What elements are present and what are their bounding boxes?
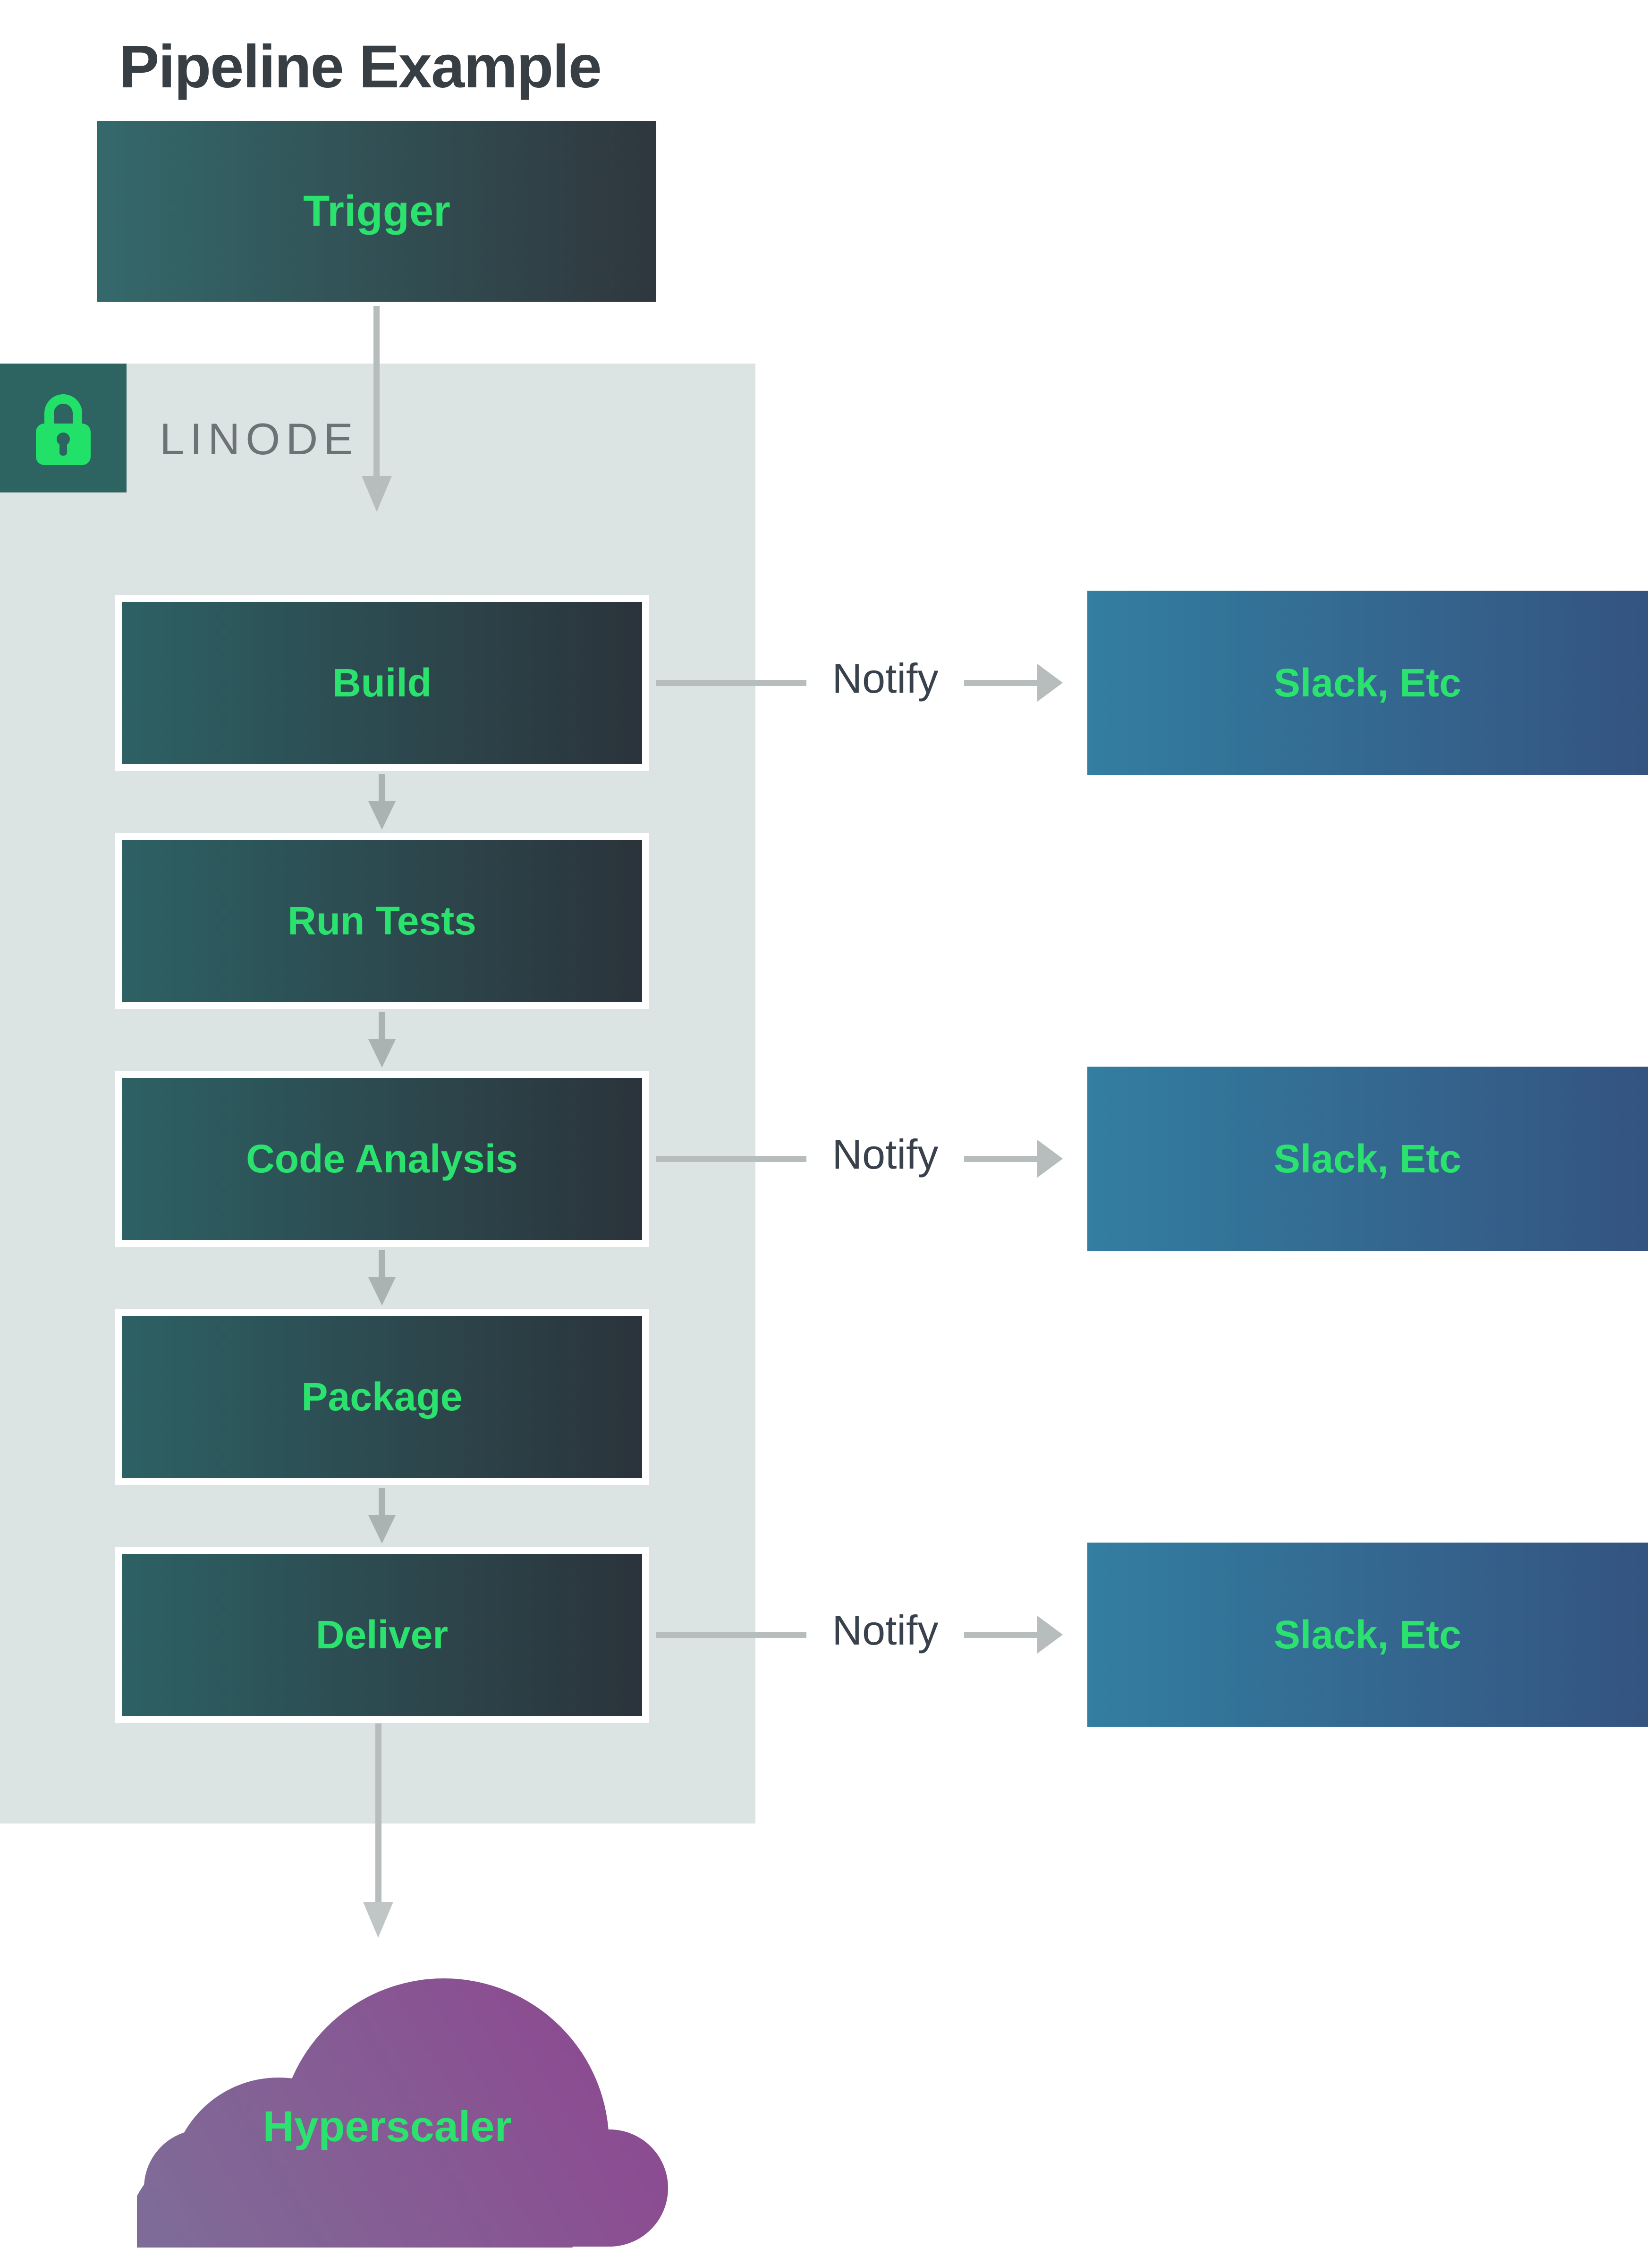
notify-arrow-code-analysis-head-icon [1037, 1140, 1063, 1178]
slack-node-build-label: Slack, Etc [1274, 660, 1461, 705]
notify-label-deliver: Notify [832, 1607, 939, 1654]
slack-node-deliver: Slack, Etc [1087, 1543, 1648, 1727]
arrow-trigger-to-build-line [373, 306, 380, 477]
linode-container-label: LINODE [160, 414, 359, 464]
stage-code-analysis-label: Code Analysis [246, 1137, 518, 1181]
arrow-trigger-to-build-head-icon [362, 476, 392, 512]
arrow-run-tests-to-code-analysis-line [379, 1012, 385, 1039]
notify-label-build: Notify [832, 655, 939, 702]
arrow-build-to-run-tests-line [379, 774, 385, 801]
arrow-package-to-deliver-line [379, 1488, 385, 1515]
arrow-code-analysis-to-package-head-icon [368, 1277, 396, 1306]
arrow-deliver-to-cloud-line [375, 1723, 381, 1903]
slack-node-build: Slack, Etc [1087, 591, 1648, 775]
stage-deliver: Deliver [115, 1547, 649, 1723]
trigger-label: Trigger [303, 187, 450, 235]
stage-package-label: Package [301, 1374, 463, 1419]
notify-arrow-code-analysis-line [964, 1156, 1037, 1162]
stage-package: Package [115, 1309, 649, 1485]
stage-code-analysis: Code Analysis [115, 1071, 649, 1247]
arrow-deliver-to-cloud-head-icon [363, 1902, 393, 1938]
slack-node-code-analysis-label: Slack, Etc [1274, 1136, 1461, 1181]
notify-arrow-deliver-line [964, 1632, 1037, 1638]
slack-node-deliver-label: Slack, Etc [1274, 1612, 1461, 1657]
arrow-code-analysis-to-package-line [379, 1250, 385, 1277]
arrow-run-tests-to-code-analysis-head-icon [368, 1039, 396, 1068]
notify-label-code-analysis: Notify [832, 1131, 939, 1178]
notify-line-code-analysis [656, 1156, 806, 1162]
notify-arrow-deliver-head-icon [1037, 1616, 1063, 1654]
stage-build: Build [115, 595, 649, 771]
notify-arrow-build-head-icon [1037, 664, 1063, 702]
arrow-build-to-run-tests-head-icon [368, 801, 396, 830]
notify-line-deliver [656, 1632, 806, 1638]
hyperscaler-label: Hyperscaler [263, 2103, 512, 2151]
arrow-package-to-deliver-head-icon [368, 1515, 396, 1544]
stage-deliver-label: Deliver [315, 1612, 449, 1657]
notify-arrow-build-line [964, 680, 1037, 686]
trigger-node: Trigger [97, 121, 656, 302]
stage-build-label: Build [332, 661, 432, 705]
lock-icon [36, 394, 91, 465]
page-title: Pipeline Example [119, 33, 602, 101]
stage-run-tests: Run Tests [115, 833, 649, 1009]
slack-node-code-analysis: Slack, Etc [1087, 1067, 1648, 1251]
hyperscaler-cloud-icon [137, 1978, 668, 2248]
stage-run-tests-label: Run Tests [288, 899, 476, 943]
notify-line-build [656, 680, 806, 686]
lock-badge [0, 364, 127, 492]
